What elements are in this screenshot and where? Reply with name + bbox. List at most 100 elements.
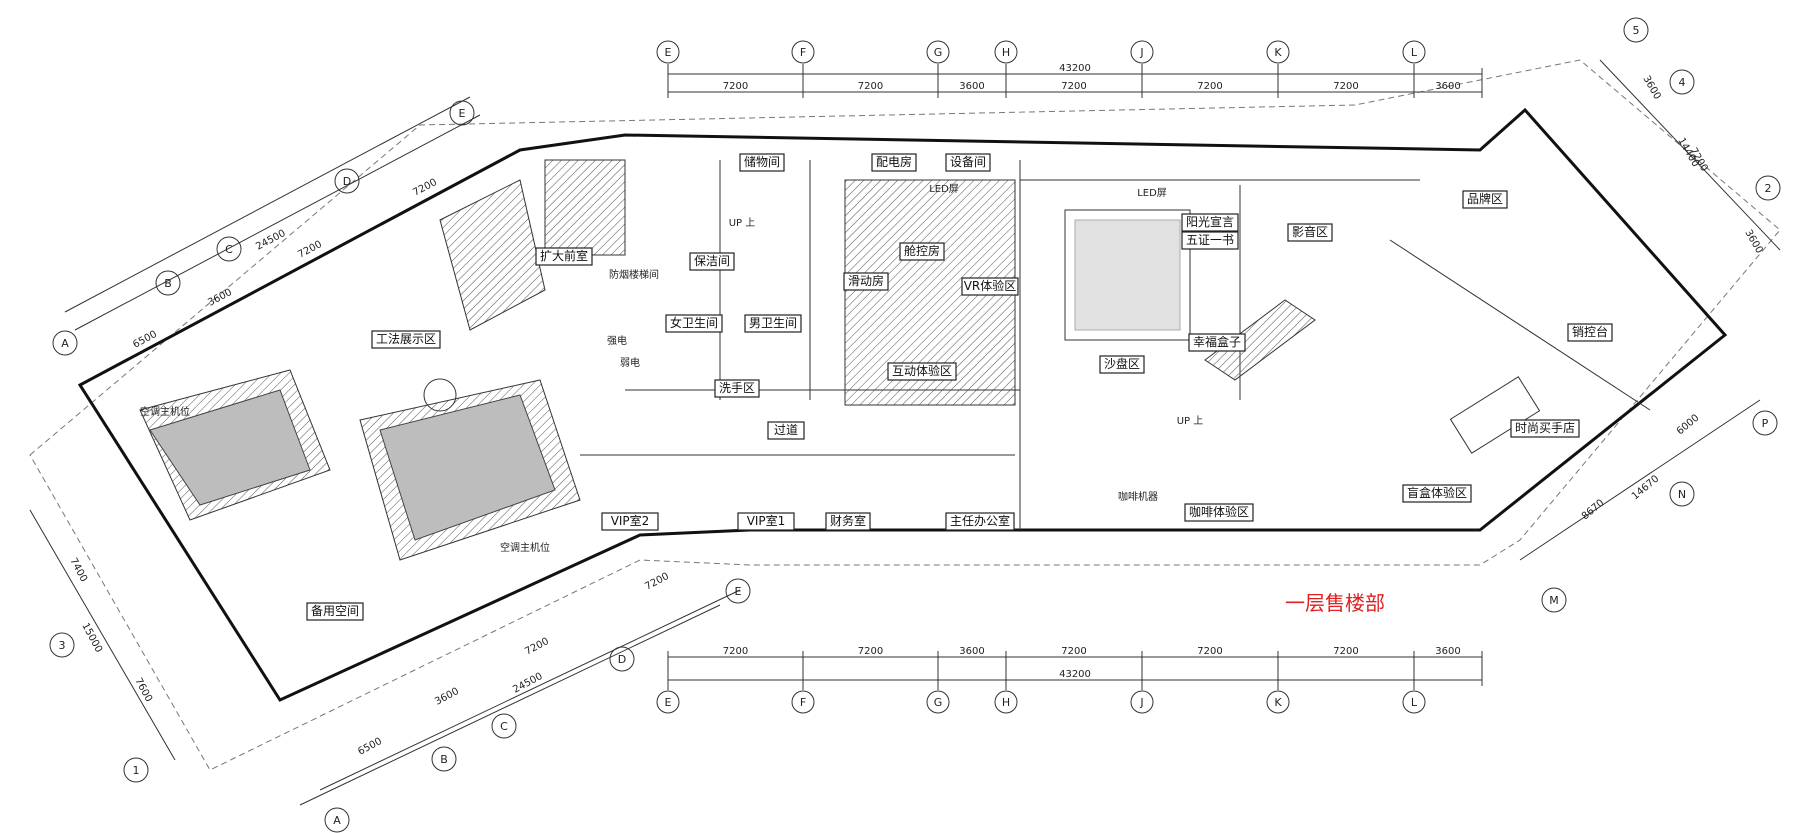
top-axis-bubble (1266, 40, 1290, 64)
bottom-axis-label: G (934, 696, 943, 709)
bottom-dim-text: 7200 (858, 646, 883, 657)
dim-line-right-upper (1599, 59, 1781, 251)
room-label: 五证一书 (1186, 233, 1234, 247)
top-axis-bubble (926, 40, 950, 64)
axis-bubbles-left-lower: A B C D E (324, 578, 751, 833)
sand-table-frame (1064, 209, 1191, 341)
axis-label: 1 (133, 764, 140, 777)
axis-label: E (459, 107, 466, 120)
room-label: 阳光宣言 (1186, 214, 1234, 229)
room-label: 女卫生间 (670, 315, 718, 330)
bottom-axis-bubble (1402, 690, 1426, 714)
axis-label: 3 (59, 639, 66, 652)
room-label: 储物间 (744, 154, 780, 169)
axis-label: B (440, 753, 448, 766)
bottom-axis-bubble (1130, 690, 1154, 714)
dim-line-left-side (29, 509, 176, 761)
room-label: 互动体验区 (892, 363, 952, 378)
top-dim-text: 7200 (1197, 81, 1222, 92)
dim-text: 3600 (1640, 74, 1662, 102)
axis-label: A (333, 814, 341, 827)
axis-label: C (225, 243, 233, 256)
bottom-axis-label: J (1139, 696, 1143, 709)
room-label: 男卫生间 (749, 316, 797, 330)
top-dim-text: 7200 (1333, 81, 1358, 92)
room-label: UP 上 (1177, 415, 1204, 427)
room-label: 防烟楼梯间 (609, 268, 659, 281)
dim-text: 6500 (356, 736, 384, 758)
room-label: 沙盘区 (1104, 356, 1140, 371)
top-axis-label: L (1411, 46, 1418, 59)
room-label: 保洁间 (694, 254, 730, 268)
sand-table-model (1074, 219, 1181, 331)
room-label: 主任办公室 (950, 513, 1010, 528)
room-label: 备用空间 (311, 604, 359, 618)
dim-text: 8670 (1580, 498, 1607, 523)
room-label: VIP室2 (611, 513, 650, 528)
axis-label: C (500, 720, 508, 733)
axis-label: B (164, 277, 172, 290)
bottom-axis-label: K (1274, 696, 1282, 709)
shop-display-grid (1449, 376, 1541, 454)
room-label: 幸福盒子 (1193, 334, 1241, 349)
room-label: LED屏 (1137, 187, 1167, 199)
room-label: 配电房 (876, 154, 912, 169)
room-label: LED屏 (929, 183, 959, 195)
room-label: UP 上 (729, 217, 756, 229)
top-axis-bubble (994, 40, 1018, 64)
top-axis-bubble (791, 40, 815, 64)
room-label: 空调主机位 (140, 405, 190, 418)
axis-label: N (1678, 488, 1686, 501)
dim-text: 3600 (1742, 228, 1764, 256)
top-axis-label: H (1002, 46, 1010, 59)
room-labels: 储物间 配电房 设备间 LED屏 LED屏 扩大前室 防烟楼梯间 保洁间 女卫生… (140, 153, 1613, 621)
axis-label: P (1762, 417, 1769, 430)
bottom-dim-text: 3600 (1435, 646, 1460, 657)
room-label: 财务室 (830, 513, 866, 528)
bottom-dim-text: 7200 (723, 646, 748, 657)
right-stair (1204, 299, 1316, 381)
axis-bubbles-right-lower: P N M (1541, 410, 1778, 613)
site-outline (29, 59, 1781, 771)
dim-text: 6000 (1675, 413, 1702, 438)
top-dim-text: 3600 (959, 81, 984, 92)
room-label: 滑动房 (848, 273, 884, 288)
room-label: 咖啡机器 (1118, 490, 1158, 503)
top-dim-text: 7200 (858, 81, 883, 92)
top-axis-label: E (665, 46, 672, 59)
room-label: 过道 (774, 423, 798, 437)
bottom-axis-bubble (926, 690, 950, 714)
room-label: 空调主机位 (500, 541, 550, 554)
top-axis-label: G (934, 46, 943, 59)
dim-line-left-upper-total (64, 96, 471, 313)
dim-text: 14670 (1630, 473, 1661, 502)
top-axis-label: K (1274, 46, 1282, 59)
top-axis-label: J (1139, 46, 1143, 59)
top-axis-bubble (1130, 40, 1154, 64)
axis-bubbles-left-upper: A B C D E (52, 100, 475, 356)
room-label: 舱控房 (904, 243, 940, 258)
bottom-axis-bubble (791, 690, 815, 714)
room-label: 盲盒体验区 (1407, 485, 1467, 500)
diagonal-display (1389, 239, 1651, 411)
axis-label: 5 (1633, 24, 1640, 37)
axis-label: D (343, 175, 351, 188)
bottom-axis-label: E (665, 696, 672, 709)
dim-text: 7200 (643, 571, 671, 593)
room-label: 设备间 (950, 155, 986, 169)
bottom-dim-text: 7200 (1333, 646, 1358, 657)
dim-line-left-lower (319, 589, 741, 791)
dim-line-right-lower (1519, 399, 1761, 561)
axis-label: A (61, 337, 69, 350)
dim-line-left-lower-total (299, 604, 721, 806)
bottom-axis-bubble (994, 690, 1018, 714)
gray-area-left-a (149, 389, 311, 506)
room-label: 销控台 (1572, 324, 1608, 339)
bottom-axis-bubble (656, 690, 680, 714)
axis-label: 2 (1765, 182, 1772, 195)
room-label: 扩大前室 (540, 248, 588, 263)
top-axis-bubble (1402, 40, 1426, 64)
dim-text: 3600 (433, 686, 461, 708)
